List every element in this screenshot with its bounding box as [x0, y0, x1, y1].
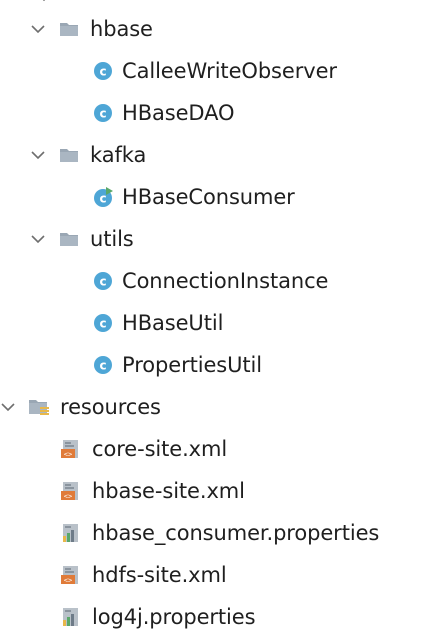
svg-text:c: c — [99, 317, 106, 331]
xml-file-icon: <> — [61, 440, 78, 459]
tree-node-hdfs-site-xml[interactable]: <> hdfs-site.xml — [0, 555, 435, 595]
tree-node-label: PropertiesUtil — [122, 353, 263, 377]
chevron-down-icon[interactable] — [30, 147, 46, 163]
tree-node-kafka[interactable]: kafka — [0, 135, 435, 175]
folder-icon — [60, 23, 78, 36]
tree-node-label: hbase — [90, 17, 153, 41]
properties-file-icon — [63, 608, 78, 626]
tree-node-label: CalleeWriteObserver — [122, 59, 337, 83]
tree-node-utils[interactable]: utils — [0, 219, 435, 259]
tree-node-log4j-properties[interactable]: log4j.properties — [0, 597, 435, 637]
class-icon: c — [94, 104, 112, 122]
tree-node-connectioninstance[interactable]: c ConnectionInstance — [0, 261, 435, 301]
class-icon: c — [94, 314, 112, 332]
resources-folder-icon — [29, 400, 49, 415]
tree-node-core-site-xml[interactable]: <> core-site.xml — [0, 429, 435, 469]
class-icon: c — [94, 356, 112, 374]
class-icon: c — [94, 62, 112, 80]
svg-text:c: c — [99, 359, 106, 373]
chevron-down-icon[interactable] — [0, 399, 16, 415]
svg-text:c: c — [99, 192, 106, 206]
folder-icon — [60, 149, 78, 162]
tree-node-label: hbase_consumer.properties — [92, 521, 380, 545]
chevron-down-icon[interactable] — [30, 21, 46, 37]
svg-text:c: c — [99, 65, 106, 79]
tree-node-label: ConnectionInstance — [122, 269, 329, 293]
tree-node-hbase[interactable]: hbase — [0, 9, 435, 49]
svg-text:c: c — [99, 275, 106, 289]
tree-node-label: core-site.xml — [92, 437, 228, 461]
tree-node-hbaseutil[interactable]: c HBaseUtil — [0, 303, 435, 343]
tree-node-label: HBaseConsumer — [122, 185, 295, 209]
tree-node-propertiesutil[interactable]: c PropertiesUtil — [0, 345, 435, 385]
tree-node-resources[interactable]: resources — [0, 387, 435, 427]
chevron-down-icon[interactable] — [36, 0, 52, 4]
tree-node-label: utils — [90, 227, 134, 251]
tree-node-hbase-consumer-properties[interactable]: hbase_consumer.properties — [0, 513, 435, 553]
svg-text:c: c — [99, 107, 106, 121]
tree-node-label: HBaseUtil — [122, 311, 224, 335]
tree-node-label: hbase-site.xml — [92, 479, 245, 503]
svg-text:<>: <> — [64, 493, 72, 501]
tree-node-label: resources — [60, 395, 161, 419]
tree-node-label: kafka — [90, 143, 147, 167]
tree-node-label: log4j.properties — [92, 605, 256, 629]
xml-file-icon: <> — [61, 482, 78, 501]
tree-node-label: hdfs-site.xml — [92, 563, 227, 587]
tree-node-calleewriteobserver[interactable]: c CalleeWriteObserver — [0, 51, 435, 91]
folder-icon — [60, 233, 78, 246]
chevron-down-icon[interactable] — [30, 231, 46, 247]
svg-text:<>: <> — [64, 577, 72, 585]
tree-node-hbaseconsumer[interactable]: c HBaseConsumer — [0, 177, 435, 217]
tree-node-hbasedao[interactable]: c HBaseDAO — [0, 93, 435, 133]
svg-text:<>: <> — [64, 451, 72, 459]
runnable-class-icon: c — [94, 187, 113, 207]
tree-node-hbase-site-xml[interactable]: <> hbase-site.xml — [0, 471, 435, 511]
tree-node-label: HBaseDAO — [122, 101, 235, 125]
class-icon: c — [94, 272, 112, 290]
xml-file-icon: <> — [61, 566, 78, 585]
properties-file-icon — [63, 524, 78, 542]
